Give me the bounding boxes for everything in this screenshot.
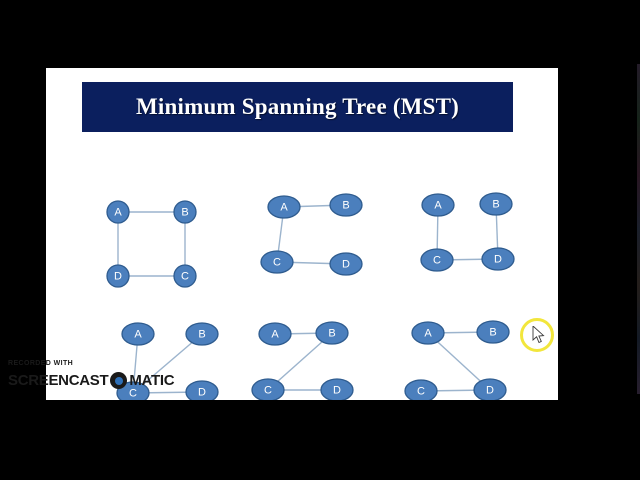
graph-node-label: B [181, 207, 188, 219]
graph-edge [132, 333, 203, 394]
graph-node [479, 192, 513, 216]
graph-node [251, 378, 285, 400]
graph-node-label: A [271, 329, 279, 341]
graph-graph-4: A B C D [116, 322, 219, 400]
page-title: Minimum Spanning Tree (MST) [136, 94, 459, 119]
graph-node-label: D [114, 271, 122, 283]
graph-node [421, 193, 455, 217]
graph-node [260, 250, 294, 274]
graph-node-label: B [342, 200, 349, 212]
graph-node [315, 321, 349, 345]
video-edge-artifact [637, 64, 640, 394]
graph-graph-5: A B C D [251, 321, 354, 400]
graph-node-label: B [492, 199, 499, 211]
graph-node [267, 195, 301, 219]
slide-title-banner: Minimum Spanning Tree (MST) [82, 82, 513, 132]
graph-node-label: A [134, 329, 142, 341]
graph-node [476, 320, 510, 344]
graph-node-label: A [424, 328, 432, 340]
graph-node-label: C [273, 257, 281, 269]
graph-node-label: D [494, 254, 502, 266]
graph-node [404, 379, 438, 400]
graph-node-label: B [328, 328, 335, 340]
graph-node [173, 264, 197, 288]
graph-node [329, 193, 363, 217]
graph-node [329, 252, 363, 276]
graph-node-label: D [198, 387, 206, 399]
graph-node [320, 378, 354, 400]
graph-graph-2: A B C D [260, 193, 363, 276]
graph-node-label: A [434, 200, 442, 212]
graph-node-label: C [181, 271, 189, 283]
graph-node [481, 247, 515, 271]
graph-diagram-area: A B D C A B C D A B C D A B C D A B C D A B C D [46, 68, 558, 400]
graph-node [258, 322, 292, 346]
graph-graph-3: A B C D [420, 192, 515, 272]
graph-node [106, 264, 130, 288]
graph-node [411, 321, 445, 345]
graph-node-label: D [333, 385, 341, 397]
graph-edge [427, 332, 491, 391]
graph-node-label: C [264, 385, 272, 397]
graph-graph-6: A B C D [404, 320, 510, 400]
graph-node-label: D [486, 385, 494, 397]
graph-node [106, 200, 130, 224]
graph-node-label: C [433, 255, 441, 267]
graph-node-label: B [198, 329, 205, 341]
graph-node [185, 380, 219, 400]
graph-node [121, 322, 155, 346]
graph-node-label: B [489, 327, 496, 339]
graph-node [173, 200, 197, 224]
graph-node [420, 248, 454, 272]
graph-node-label: C [417, 386, 425, 398]
graph-node-label: A [280, 202, 288, 214]
graph-node-label: A [114, 207, 122, 219]
graph-edge [267, 332, 333, 391]
graph-node [473, 378, 507, 400]
graph-graph-1: A B D C [106, 200, 197, 288]
graph-node [185, 322, 219, 346]
presentation-slide: Minimum Spanning Tree (MST) A B D C A B C D A B C D… [46, 68, 558, 400]
graph-node-label: C [129, 388, 137, 400]
graph-node-label: D [342, 259, 350, 271]
